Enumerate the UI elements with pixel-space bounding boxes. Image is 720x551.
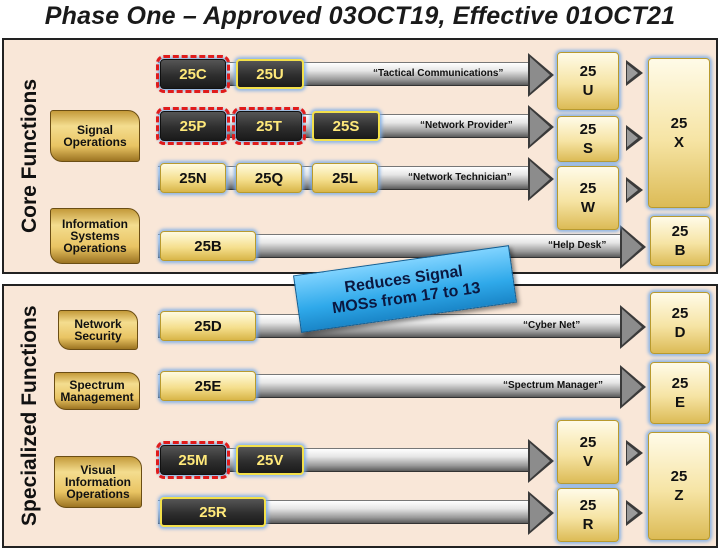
arrow-25w-to-25x — [626, 177, 643, 203]
arrow-label-help-desk: “Help Desk” — [548, 240, 607, 251]
chart-title: Phase One – Approved 03OCT19, Effective … — [44, 2, 676, 30]
arrow-25s-to-25x — [626, 125, 643, 151]
specialized-functions-label: Specialized Functions — [18, 305, 41, 526]
mos-25n: 25N — [160, 163, 226, 193]
mos-25m: 25M — [156, 441, 230, 479]
target-25r: 25 R — [557, 488, 619, 542]
arrow-label-spectrum-manager: “Spectrum Manager” — [503, 380, 604, 391]
arrow-label-network-provider: “Network Provider” — [420, 120, 513, 131]
mos-25v: 25V — [236, 445, 304, 475]
target-25d: 25 D — [650, 292, 710, 354]
group-signal-operations: Signal Operations — [50, 110, 140, 162]
target-25b: 25 B — [650, 216, 710, 266]
target-25u: 25 U — [557, 52, 619, 110]
arrow-label-tactical-communications: “Tactical Communications” — [373, 68, 504, 79]
mos-25d: 25D — [160, 311, 256, 341]
mos-25u: 25U — [236, 59, 304, 89]
target-25z: 25 Z — [648, 432, 710, 540]
target-25e: 25 E — [650, 362, 710, 424]
group-network-security: Network Security — [58, 310, 138, 350]
arrow-25r-to-25z — [626, 500, 643, 526]
mos-25e: 25E — [160, 371, 256, 401]
mos-25l: 25L — [312, 163, 378, 193]
target-25x: 25 X — [648, 58, 710, 208]
arrow-label-cyber-net: “Cyber Net” — [523, 320, 581, 331]
arrow-25v-to-25z — [626, 440, 643, 466]
arrow-label-network-technician: “Network Technician” — [408, 172, 512, 183]
mos-25c: 25C — [156, 55, 230, 93]
target-25v: 25 V — [557, 420, 619, 484]
mos-25b: 25B — [160, 231, 256, 261]
mos-25r: 25R — [160, 497, 266, 527]
group-information-systems-operations: Information Systems Operations — [50, 208, 140, 264]
group-spectrum-management: Spectrum Management — [54, 372, 140, 410]
core-functions-label: Core Functions — [18, 78, 41, 233]
mos-25s: 25S — [312, 111, 380, 141]
target-25s: 25 S — [557, 116, 619, 162]
target-25w: 25 W — [557, 166, 619, 230]
arrow-25u-to-25x — [626, 60, 643, 86]
group-visual-information-operations: Visual Information Operations — [54, 456, 142, 508]
mos-25t: 25T — [232, 107, 306, 145]
mos-25q: 25Q — [236, 163, 302, 193]
mos-25p: 25P — [156, 107, 230, 145]
